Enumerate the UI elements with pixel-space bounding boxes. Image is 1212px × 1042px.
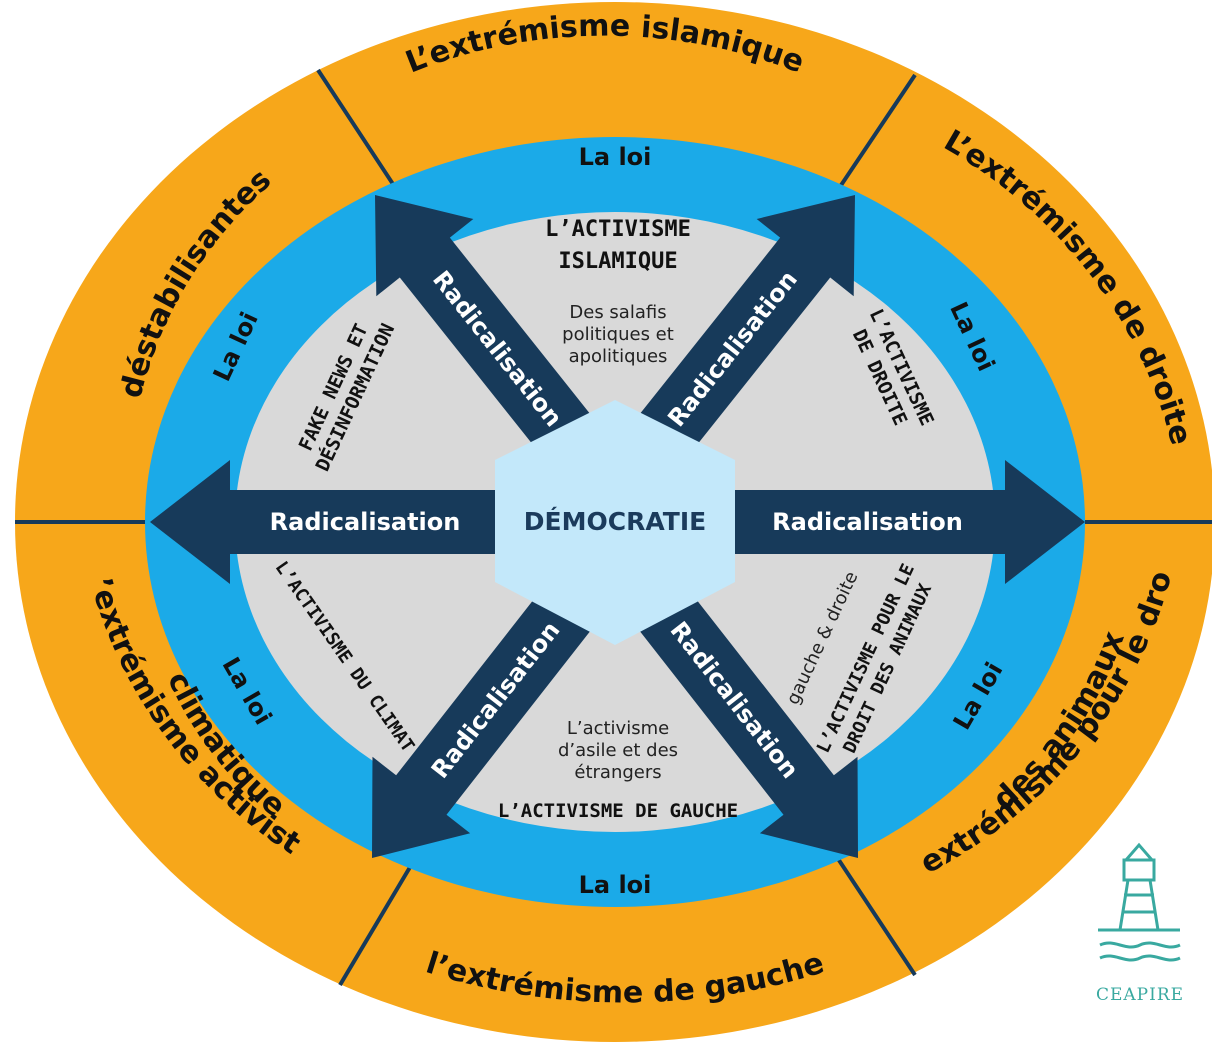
law-label-top: La loi: [579, 143, 652, 171]
activism-left: L’ACTIVISME DE GAUCHE: [498, 800, 738, 822]
radicalisation-arrow-right: [730, 460, 1085, 584]
salafis-line2: politiques et: [562, 324, 674, 345]
radicalisation-arrow-left: [150, 460, 500, 584]
lighthouse-icon: [1098, 842, 1181, 962]
inner-bottom-sector: L’activisme d’asile et des étrangers L’A…: [498, 718, 738, 822]
radicalisation-arrow-lower-right: [634, 585, 858, 858]
inner-top-sector: L’ACTIVISME ISLAMIQUE Des salafis politi…: [545, 217, 691, 367]
activism-islamic-line1: L’ACTIVISME: [545, 217, 691, 242]
asylum-line1: L’activisme: [567, 718, 669, 739]
logo-text: CEAPIRE: [1096, 985, 1184, 1005]
asylum-line3: étrangers: [574, 762, 661, 783]
radicalisation-label-left: Radicalisation: [270, 508, 461, 536]
activism-islamic-line2: ISLAMIQUE: [558, 249, 677, 274]
radicalisation-arrow-upper-right: [634, 195, 855, 460]
democracy-hexagon: [495, 400, 735, 645]
radicalisation-arrow-upper-left: [375, 195, 596, 460]
democracy-label: DÉMOCRATIE: [524, 507, 706, 536]
law-label-bottom: La loi: [579, 871, 652, 899]
radicalisation-arrow-lower-left: [372, 585, 596, 858]
salafis-line1: Des salafis: [569, 302, 666, 323]
asylum-line2: d’asile et des: [558, 740, 678, 761]
salafis-line3: apolitiques: [569, 346, 668, 367]
radicalisation-label-right: Radicalisation: [772, 508, 963, 536]
